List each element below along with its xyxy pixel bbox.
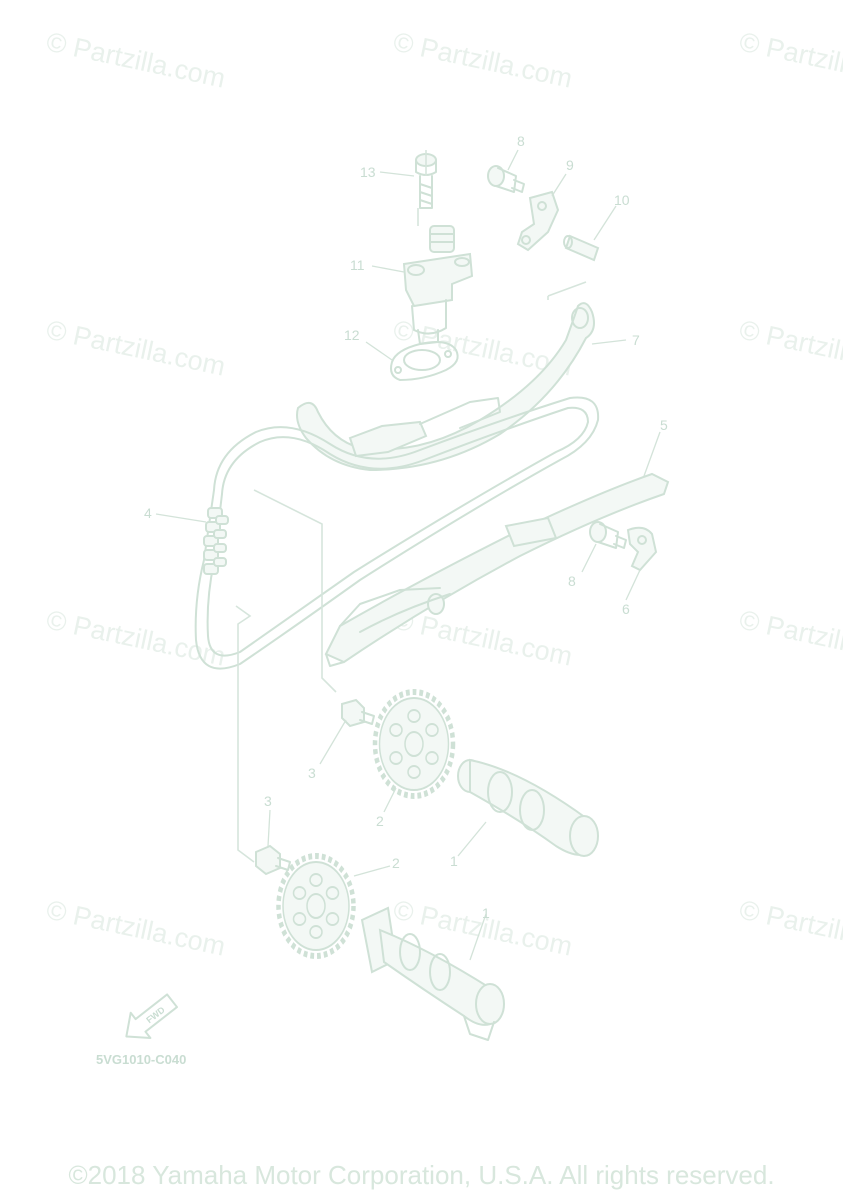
callout-2-upper: 2: [376, 813, 384, 829]
pin-10-drawing: [563, 234, 600, 262]
watermark: © Partzilla.com: [44, 895, 228, 962]
callout-4: 4: [144, 505, 152, 521]
callout-13: 13: [360, 164, 376, 180]
callout-numbers: 13 8 9 10 11 12 7 5 4 8 6 3 2 1 3 2 1: [144, 133, 668, 921]
bolt-8-lower-drawing: [589, 521, 627, 549]
chain-guide-5-drawing: [324, 472, 670, 667]
leader-lines: [155, 149, 661, 961]
callout-3-lower: 3: [264, 793, 272, 809]
bolt-8-top-drawing: [487, 165, 525, 193]
watermark: © Partzilla.com: [44, 315, 228, 382]
watermark: © Partzilla.com: [737, 27, 843, 94]
diagram-code: 5VG1010-C040: [96, 1052, 186, 1067]
timing-chain-4-drawing: [194, 396, 600, 670]
watermark: © Partzilla.com: [44, 27, 228, 94]
gasket-12-drawing: [390, 341, 459, 381]
callout-8-top: 8: [517, 133, 525, 149]
watermark: © Partzilla.com: [44, 605, 228, 672]
callout-7: 7: [632, 332, 640, 348]
callout-1-lower: 1: [482, 905, 490, 921]
fwd-label: FWD: [144, 1004, 167, 1025]
assembly-guide-lines: [235, 150, 587, 863]
callout-9: 9: [566, 157, 574, 173]
copyright-notice: ©2018 Yamaha Motor Corporation, U.S.A. A…: [68, 1160, 775, 1190]
callout-12: 12: [344, 327, 360, 343]
watermark: © Partzilla.com: [737, 605, 843, 672]
callout-11: 11: [350, 257, 365, 273]
sprocket-2-upper-drawing: [372, 689, 456, 799]
camshaft-1-lower-drawing: [360, 906, 505, 1041]
callout-10: 10: [614, 192, 630, 208]
watermark: © Partzilla.com: [737, 895, 843, 962]
callout-8-lower: 8: [568, 573, 576, 589]
tensioner-11-drawing: [402, 225, 474, 345]
callout-5: 5: [660, 417, 668, 433]
fwd-arrow-icon: FWD: [125, 993, 178, 1039]
camshaft-1-upper-drawing: [457, 758, 599, 857]
bolt-3-lower-drawing: [255, 844, 291, 876]
callout-6: 6: [622, 601, 630, 617]
watermark: © Partzilla.com: [391, 27, 575, 94]
bracket-6-drawing: [626, 526, 658, 572]
watermarks: © Partzilla.com © Partzilla.com © Partzi…: [44, 27, 843, 962]
callout-2-lower: 2: [392, 855, 400, 871]
chain-links: [203, 507, 229, 575]
callout-3-upper: 3: [308, 765, 316, 781]
bracket-9-drawing: [516, 190, 560, 252]
callout-1-upper: 1: [450, 853, 458, 869]
sprocket-2-lower-drawing: [276, 853, 356, 959]
watermark: © Partzilla.com: [737, 315, 843, 382]
bolt-3-upper-drawing: [341, 698, 375, 728]
